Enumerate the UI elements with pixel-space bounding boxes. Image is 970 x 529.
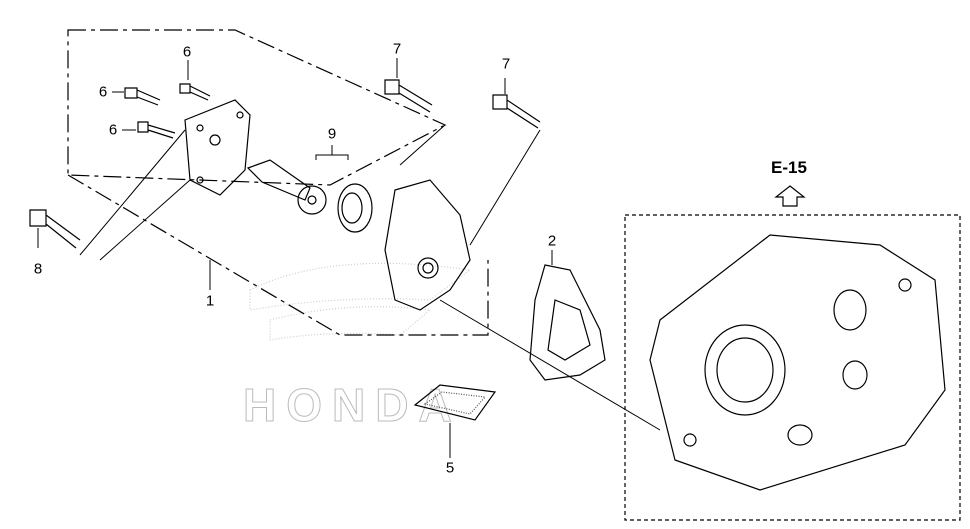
callout-6: 6: [98, 83, 108, 101]
outer-rotor: [337, 183, 373, 233]
pump-cover-plate: [184, 99, 251, 196]
callout-2: 2: [547, 232, 557, 250]
callout-7: 7: [501, 55, 511, 73]
part-1-outline: [67, 29, 489, 336]
inner-rotor: [297, 185, 327, 215]
crankcase-reference-box: [624, 214, 961, 521]
callout-1: 1: [205, 292, 215, 310]
bolt-8: [29, 209, 81, 249]
reference-e15-link[interactable]: E-15: [771, 158, 807, 177]
honda-wing-watermark: [249, 262, 472, 341]
callout-6: 6: [182, 43, 192, 61]
callout-5: 5: [445, 459, 455, 477]
bolt-6: [124, 83, 211, 139]
crankcase-drawing: [649, 234, 946, 491]
bolt-7: [384, 79, 541, 129]
pump-body: [384, 179, 471, 311]
callout-7: 7: [392, 40, 402, 58]
callout-8: 8: [33, 260, 43, 278]
leader-lines: [37, 58, 661, 458]
oil-strainer-5: [413, 384, 497, 421]
callout-6: 6: [108, 121, 118, 139]
pump-shaft: [246, 159, 311, 201]
callout-9: 9: [327, 125, 337, 143]
arrow-up-icon: [774, 185, 806, 207]
gasket-2: [529, 264, 606, 381]
